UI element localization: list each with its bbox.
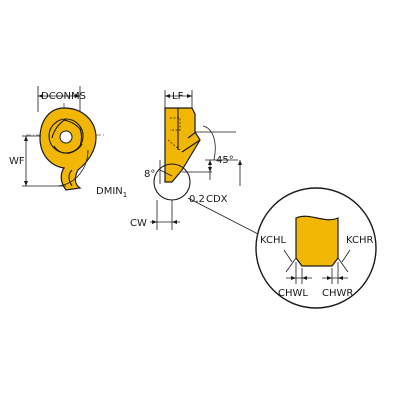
side-view: LF 45° 0,2 CDX 8° CW	[130, 90, 242, 230]
cdx-label: CDX	[206, 194, 228, 205]
angle-8-label: 8°	[144, 169, 155, 180]
kchr-label: KCHR	[346, 235, 374, 246]
end-view: DCONMS DMIN1 WF	[9, 86, 127, 199]
angle-45-label: 45°	[216, 155, 234, 166]
dim-0-2-label: 0,2	[189, 194, 205, 205]
end-view-insert-body	[39, 107, 97, 191]
side-view-insert-body	[164, 107, 201, 183]
magnified-detail: KCHL KCHR CHWL CHWR	[255, 187, 377, 309]
lf-label: LF	[172, 91, 184, 102]
chwl-label: CHWL	[278, 288, 308, 299]
dcon-ms-label: DCONMS	[41, 91, 86, 102]
wf-label: WF	[9, 156, 25, 167]
detail-leader-line	[187, 197, 261, 236]
detail-insert-profile	[295, 215, 339, 267]
kchl-label: KCHL	[260, 235, 287, 246]
cw-label: CW	[130, 218, 147, 229]
chwr-label: CHWR	[322, 288, 353, 299]
dmin-label: DMIN1	[96, 186, 127, 199]
